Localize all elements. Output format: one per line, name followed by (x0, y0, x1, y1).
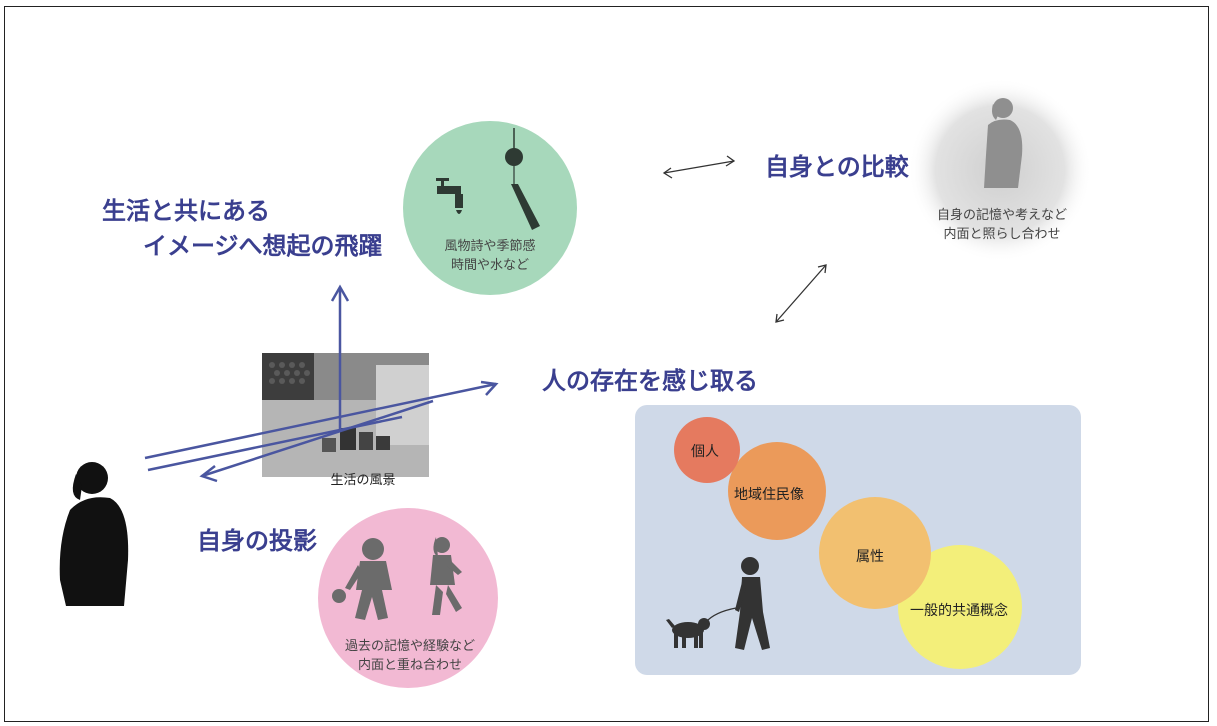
panel-circles (674, 417, 1022, 669)
green-caption-line2: 時間や水など (450, 258, 529, 273)
arrow-horizontal (663, 160, 735, 174)
heading-imagery-line1: 生活と共にある (102, 197, 270, 225)
circle-resident-image (728, 442, 826, 540)
comparison-arrows (662, 155, 827, 323)
heading-self-projection: 自身の投影 (197, 527, 317, 555)
gray-circle-caption: 自身の記憶や考えなど 内面と照らし合わせ (912, 206, 1092, 244)
circle-individual (898, 545, 1022, 669)
children-playing-icon (332, 537, 462, 620)
gray-caption-line2: 内面と照らし合わせ (943, 227, 1061, 242)
diagram-frame (4, 6, 1209, 722)
dog-walker-icon (666, 557, 770, 650)
heading-self-comparison: 自身との比較 (765, 153, 909, 181)
label-individual: 個人 (691, 444, 719, 460)
label-resident-image: 地域住民像 (734, 487, 804, 503)
circle-attribute (819, 497, 931, 609)
arrow-return (201, 399, 434, 478)
wind-chime-icon (505, 128, 540, 230)
gray-caption-line1: 自身の記憶や考えなど (936, 208, 1067, 223)
label-attribute: 属性 (856, 549, 884, 565)
woman-silhouette-icon (984, 98, 1023, 188)
pink-caption-line2: 内面と重ね合わせ (357, 658, 462, 673)
viewer-silhouette-icon (59, 462, 129, 606)
heading-imagery-line2: イメージへ想起の飛躍 (143, 232, 383, 260)
arrow-diagonal (775, 264, 827, 323)
faucet-icon (436, 178, 463, 214)
flow-arrows (144, 284, 499, 483)
pink-caption-line1: 過去の記憶や経験など (344, 639, 475, 654)
photo-caption: 生活の風景 (330, 473, 396, 488)
label-common-concept: 一般的共通概念 (910, 603, 1008, 619)
circle-person (674, 417, 740, 483)
pink-circle-caption: 過去の記憶や経験など 内面と重ね合わせ (322, 637, 498, 675)
green-caption-line1: 風物詩や季節感 (444, 239, 536, 254)
arrow-to-presence (144, 382, 497, 460)
heading-sense-presence: 人の存在を感じ取る (542, 367, 758, 395)
green-circle (403, 121, 577, 295)
green-circle-caption: 風物詩や季節感 時間や水など (431, 237, 549, 275)
